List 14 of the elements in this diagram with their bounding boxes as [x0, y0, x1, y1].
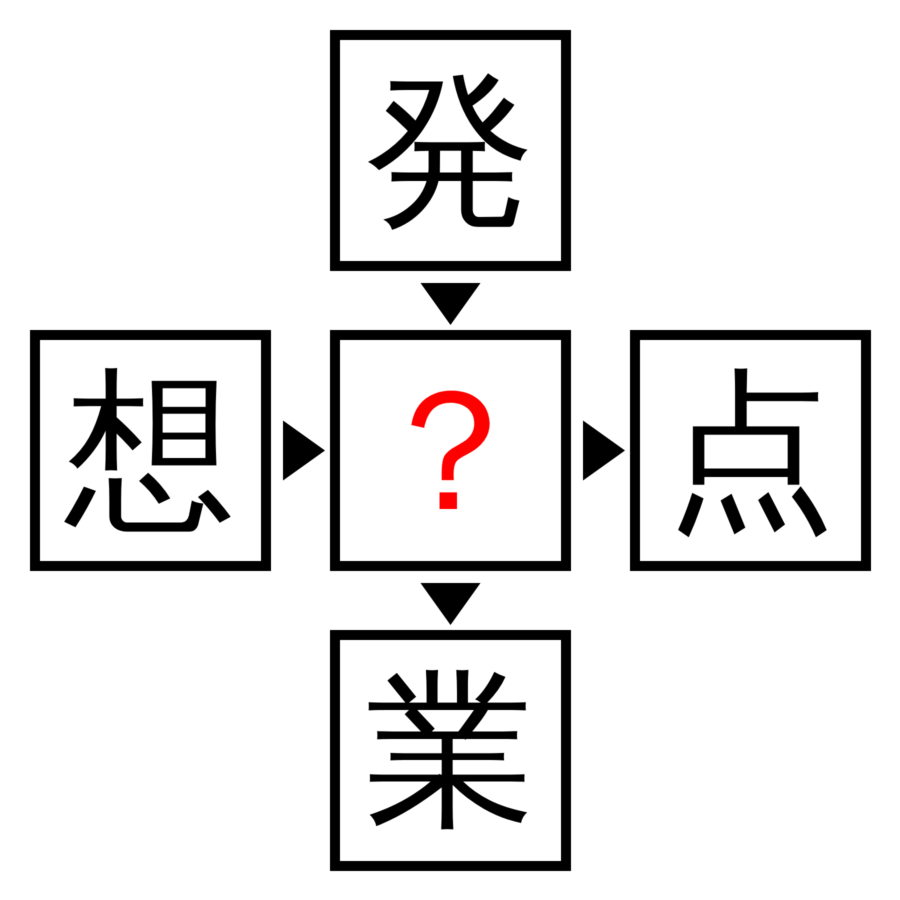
character-text: 発 — [366, 66, 536, 236]
square-box — [30, 330, 271, 571]
arrow — [420, 583, 480, 625]
question-mark-text: ？ — [366, 366, 536, 536]
square-box — [330, 330, 571, 571]
character-text: 点 — [666, 366, 836, 536]
arrow — [583, 420, 625, 480]
character-text: 業 — [366, 666, 536, 836]
square-box — [630, 330, 871, 571]
square-box — [330, 630, 571, 871]
character-text: 想 — [66, 366, 236, 536]
square-box — [330, 30, 571, 271]
arrow — [420, 283, 480, 325]
arrow — [283, 420, 325, 480]
